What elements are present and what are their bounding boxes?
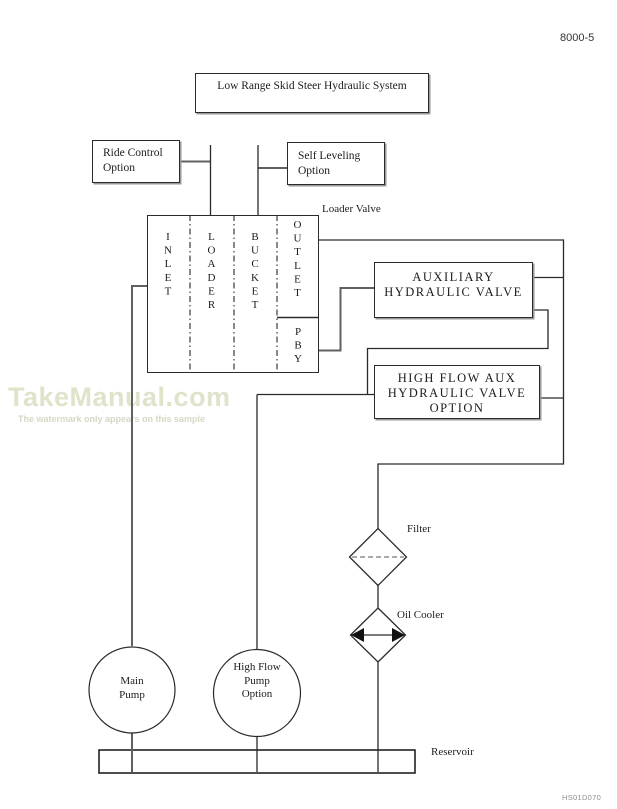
pipe-return-rail: [377, 239, 565, 529]
valve-section-bucket: BUCKET: [249, 231, 261, 313]
valve-section-outlet: OUTLET: [291, 219, 304, 301]
high-flow-pump-line2: Pump: [244, 674, 270, 687]
ride-control-option-box: Ride Control Option: [92, 140, 180, 183]
title-box: Low Range Skid Steer Hydraulic System: [195, 73, 429, 113]
auxiliary-hydraulic-valve-box: AUXILIARY HYDRAULIC VALVE: [374, 262, 533, 318]
page-number: 8000-5: [560, 32, 595, 44]
main-pump-label: Main Pump: [89, 675, 175, 702]
aux-valve-line2: HYDRAULIC VALVE: [384, 285, 523, 299]
oil-cooler-arrow-left: [351, 628, 364, 642]
figure-id: HS01D070: [562, 793, 602, 802]
gray-pipes: [131, 160, 374, 772]
oil-cooler-label: Oil Cooler: [397, 609, 444, 621]
high-flow-pump-label: High Flow Pump Option: [214, 661, 300, 702]
watermark-brand: TakeManual.com: [8, 382, 231, 412]
oil-cooler-arrow-right: [392, 628, 405, 642]
self-leveling-option-box: Self Leveling Option: [287, 142, 385, 185]
ride-control-option-label: Ride Control Option: [103, 147, 163, 174]
main-pump-line2: Pump: [119, 688, 145, 701]
page-title: Low Range Skid Steer Hydraulic System: [217, 80, 407, 92]
valve-section-loader: LOADER: [205, 231, 218, 313]
loader-valve-box: [147, 215, 319, 373]
filter-label: Filter: [407, 523, 431, 535]
aux-valve-line1: AUXILIARY: [412, 270, 495, 284]
high-flow-aux-valve-box: HIGH FLOW AUX HYDRAULIC VALVE OPTION: [374, 365, 540, 419]
valve-dividers: [189, 215, 319, 373]
high-flow-aux-line3: OPTION: [429, 401, 485, 415]
high-flow-pump-symbol: [212, 648, 302, 738]
valve-section-inlet: INLET: [162, 231, 174, 299]
self-leveling-option-label: Self Leveling Option: [298, 150, 361, 177]
loader-valve-label: Loader Valve: [322, 203, 381, 215]
pipe-pby-riser: [319, 287, 342, 352]
valve-section-pby: PBY: [292, 326, 304, 367]
high-flow-pump-line1: High Flow: [233, 661, 281, 673]
watermark-note: The watermark only appears on this sampl…: [18, 414, 206, 424]
high-flow-pump-line3: Option: [241, 688, 273, 700]
main-pump-line1: Main: [120, 675, 144, 687]
reservoir-label: Reservoir: [431, 746, 474, 758]
pipe-aux-bottom: [366, 309, 549, 394]
main-pump-symbol: [88, 646, 176, 734]
black-pipes: [209, 145, 565, 772]
high-flow-aux-line1: HIGH FLOW AUX: [397, 371, 517, 385]
high-flow-aux-line2: HYDRAULIC VALVE: [387, 386, 527, 400]
